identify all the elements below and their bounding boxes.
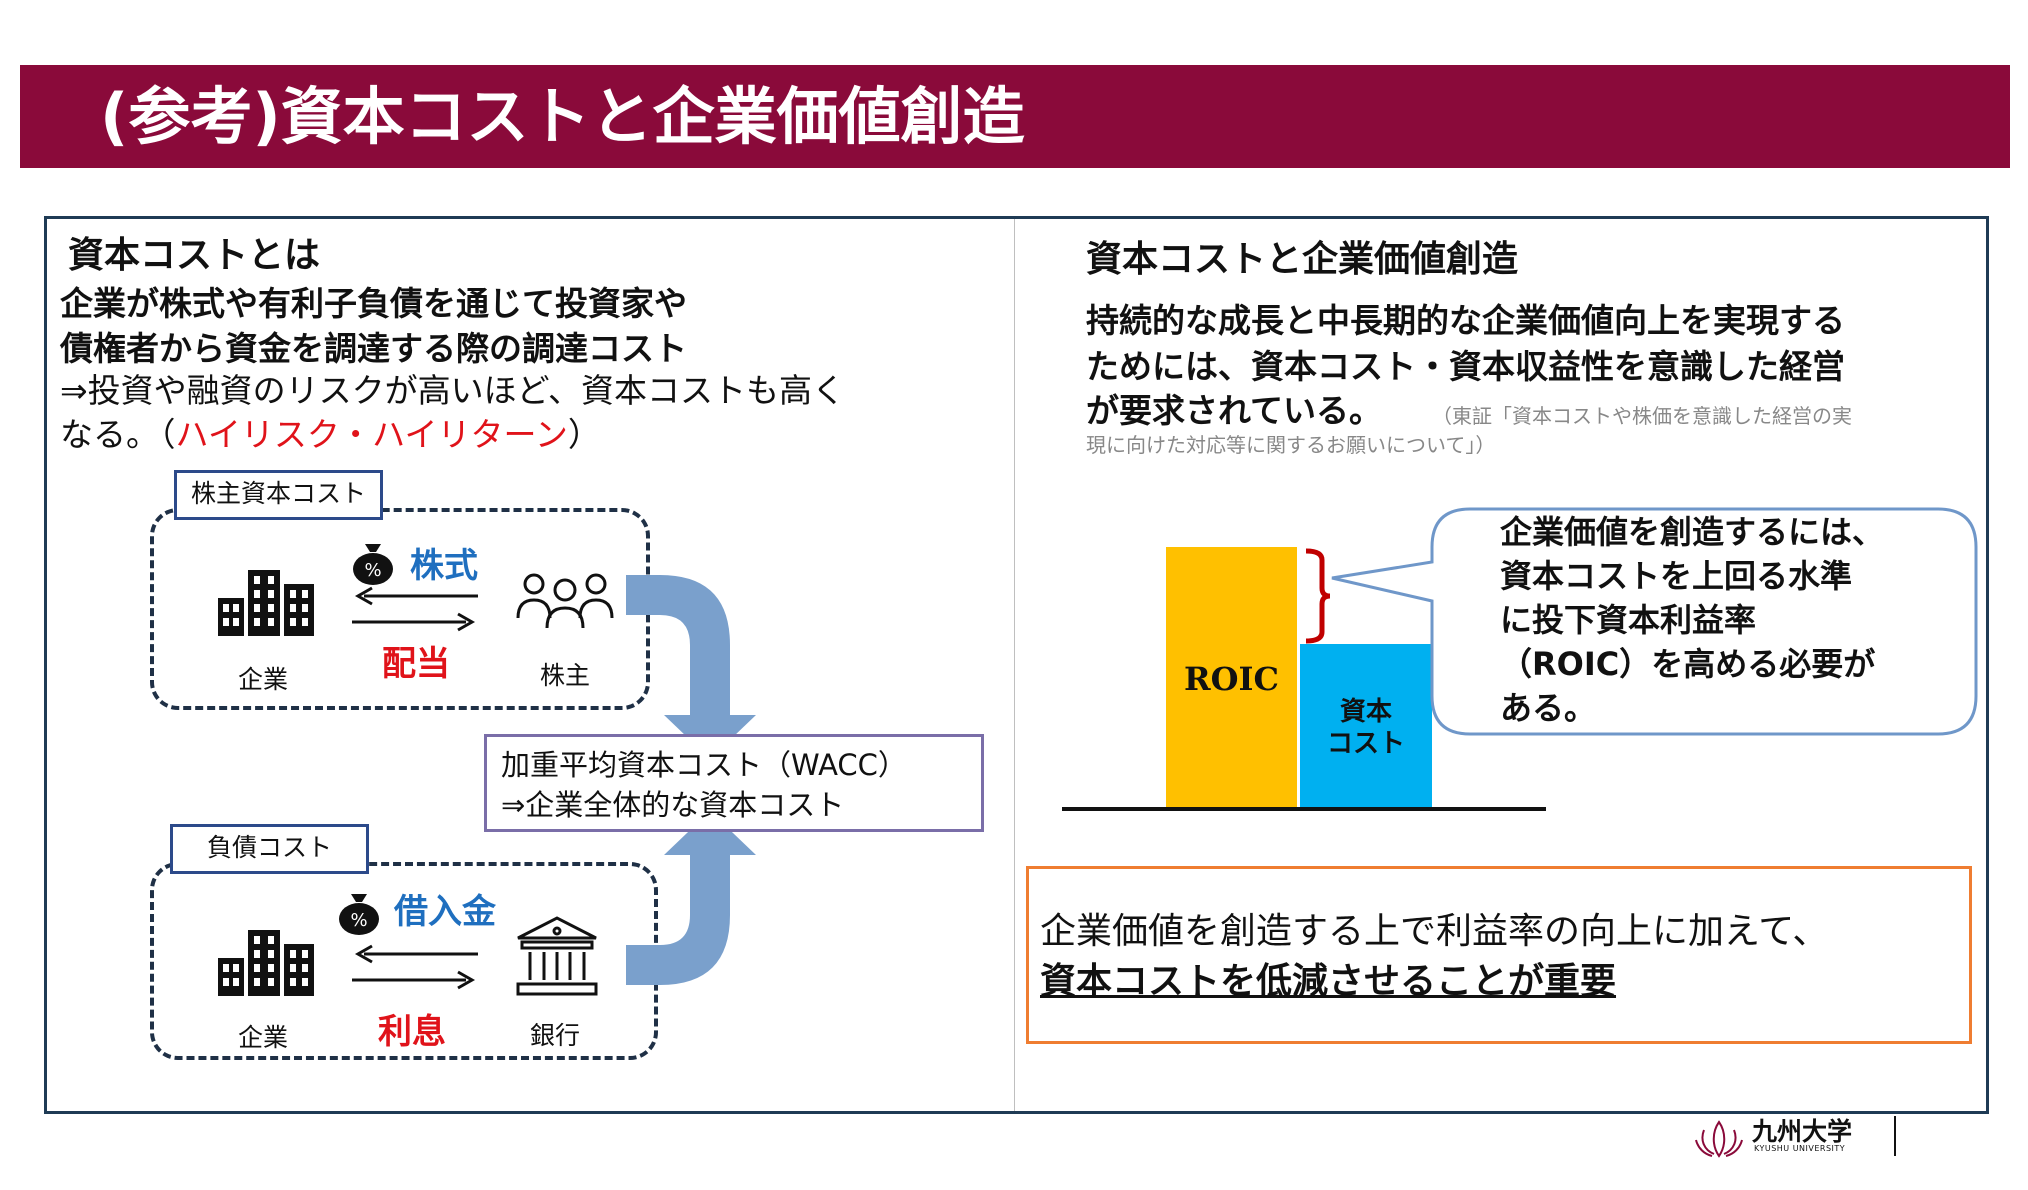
capital-cost-bar [1300, 644, 1432, 809]
page-title: (参考)資本コストと企業価値創造 [100, 80, 1025, 153]
right-desc-line3: が要求されている。 [1086, 391, 1383, 430]
left-desc-line3: ⇒投資や融資のリスクが高いほど、資本コストも高く [60, 371, 846, 410]
main-frame [44, 216, 1989, 1114]
right-heading: 資本コストと企業価値創造 [1086, 239, 1519, 280]
debt-cost-label: 負債コスト [170, 824, 370, 874]
university-name: 九州大学 [1752, 1117, 1853, 1146]
equity-flow-bottom: 配当 [382, 644, 450, 684]
left-desc-line2: 債権者から資金を調達する際の調達コスト [60, 329, 687, 368]
conclusion-box [1026, 866, 1972, 1044]
roic-bar [1166, 547, 1297, 809]
flow-arrows [626, 575, 756, 985]
left-desc-line4-a: なる。（ [60, 415, 176, 454]
callout-text: 企業価値を創造するには、 資本コストを上回る水準 に投下資本利益率 （ROIC）… [1500, 513, 1885, 727]
debt-to-wacc-arrow [626, 811, 756, 985]
roic-label: ROIC [1184, 660, 1279, 698]
money-bag-icon: % [353, 544, 393, 585]
title-bar [20, 65, 2010, 168]
tse-note-line1: （東証「資本コストや株価を意識した経営の実 [1432, 404, 1852, 428]
svg-text:%: % [364, 560, 381, 581]
right-desc-line2: ためには、資本コスト・資本収益性を意識した経営 [1086, 347, 1845, 386]
money-bag-icon-2: % [339, 894, 379, 935]
exchange-arrows-icon-2 [352, 944, 478, 990]
equity-left-label: 企業 [238, 665, 289, 694]
panel-divider [1014, 219, 1015, 1111]
wacc-box: 加重平均資本コスト（WACC） ⇒企業全体的な資本コスト [484, 734, 984, 832]
shareholders-icon [516, 573, 614, 629]
equity-to-wacc-arrow [626, 575, 756, 759]
gap-bracket [1305, 548, 1331, 644]
left-desc-line1: 企業が株式や有利子負債を通じて投資家や [60, 284, 687, 323]
company-building-icon-2 [218, 930, 314, 996]
debt-left-label: 企業 [238, 1023, 289, 1052]
svg-text:%: % [350, 910, 367, 931]
debt-flow-bottom: 利息 [378, 1012, 446, 1052]
equity-right-label: 株主 [540, 661, 591, 690]
conclusion-line1: 企業価値を創造する上で利益率の向上に加えて、 [1040, 911, 1829, 952]
callout-bubble [1331, 507, 1978, 736]
tse-note-line2: 現に向けた対応等に関するお願いについて」） [1086, 433, 1496, 457]
debt-flow-top: 借入金 [394, 892, 496, 932]
high-risk-high-return: ハイリスク・ハイリターン [175, 415, 568, 454]
company-building-icon [218, 570, 314, 636]
equity-cost-label: 株主資本コスト [174, 470, 384, 520]
university-sub: KYUSHU UNIVERSITY [1754, 1144, 1846, 1153]
left-desc-line4: なる。（ハイリスク・ハイリターン） [60, 414, 601, 456]
conclusion-line2: 資本コストを低減させることが重要 [1040, 961, 1617, 1002]
footer-divider [1894, 1116, 1896, 1156]
baseline [1062, 807, 1546, 811]
exchange-arrows-icon [352, 586, 478, 632]
capital-cost-label: 資本 コスト [1326, 697, 1405, 759]
left-desc-line4-b: ） [567, 415, 601, 454]
right-desc-line1: 持続的な成長と中長期的な企業価値向上を実現する [1086, 301, 1845, 340]
debt-right-label: 銀行 [530, 1021, 581, 1050]
wacc-line2: ⇒企業全体的な資本コスト [501, 788, 845, 822]
wacc-line1: 加重平均資本コスト（WACC） [501, 748, 907, 782]
equity-flow-top: 株式 [410, 546, 478, 586]
university-crest-icon [1695, 1120, 1743, 1158]
left-heading: 資本コストとは [68, 235, 321, 276]
bank-icon [516, 916, 598, 996]
